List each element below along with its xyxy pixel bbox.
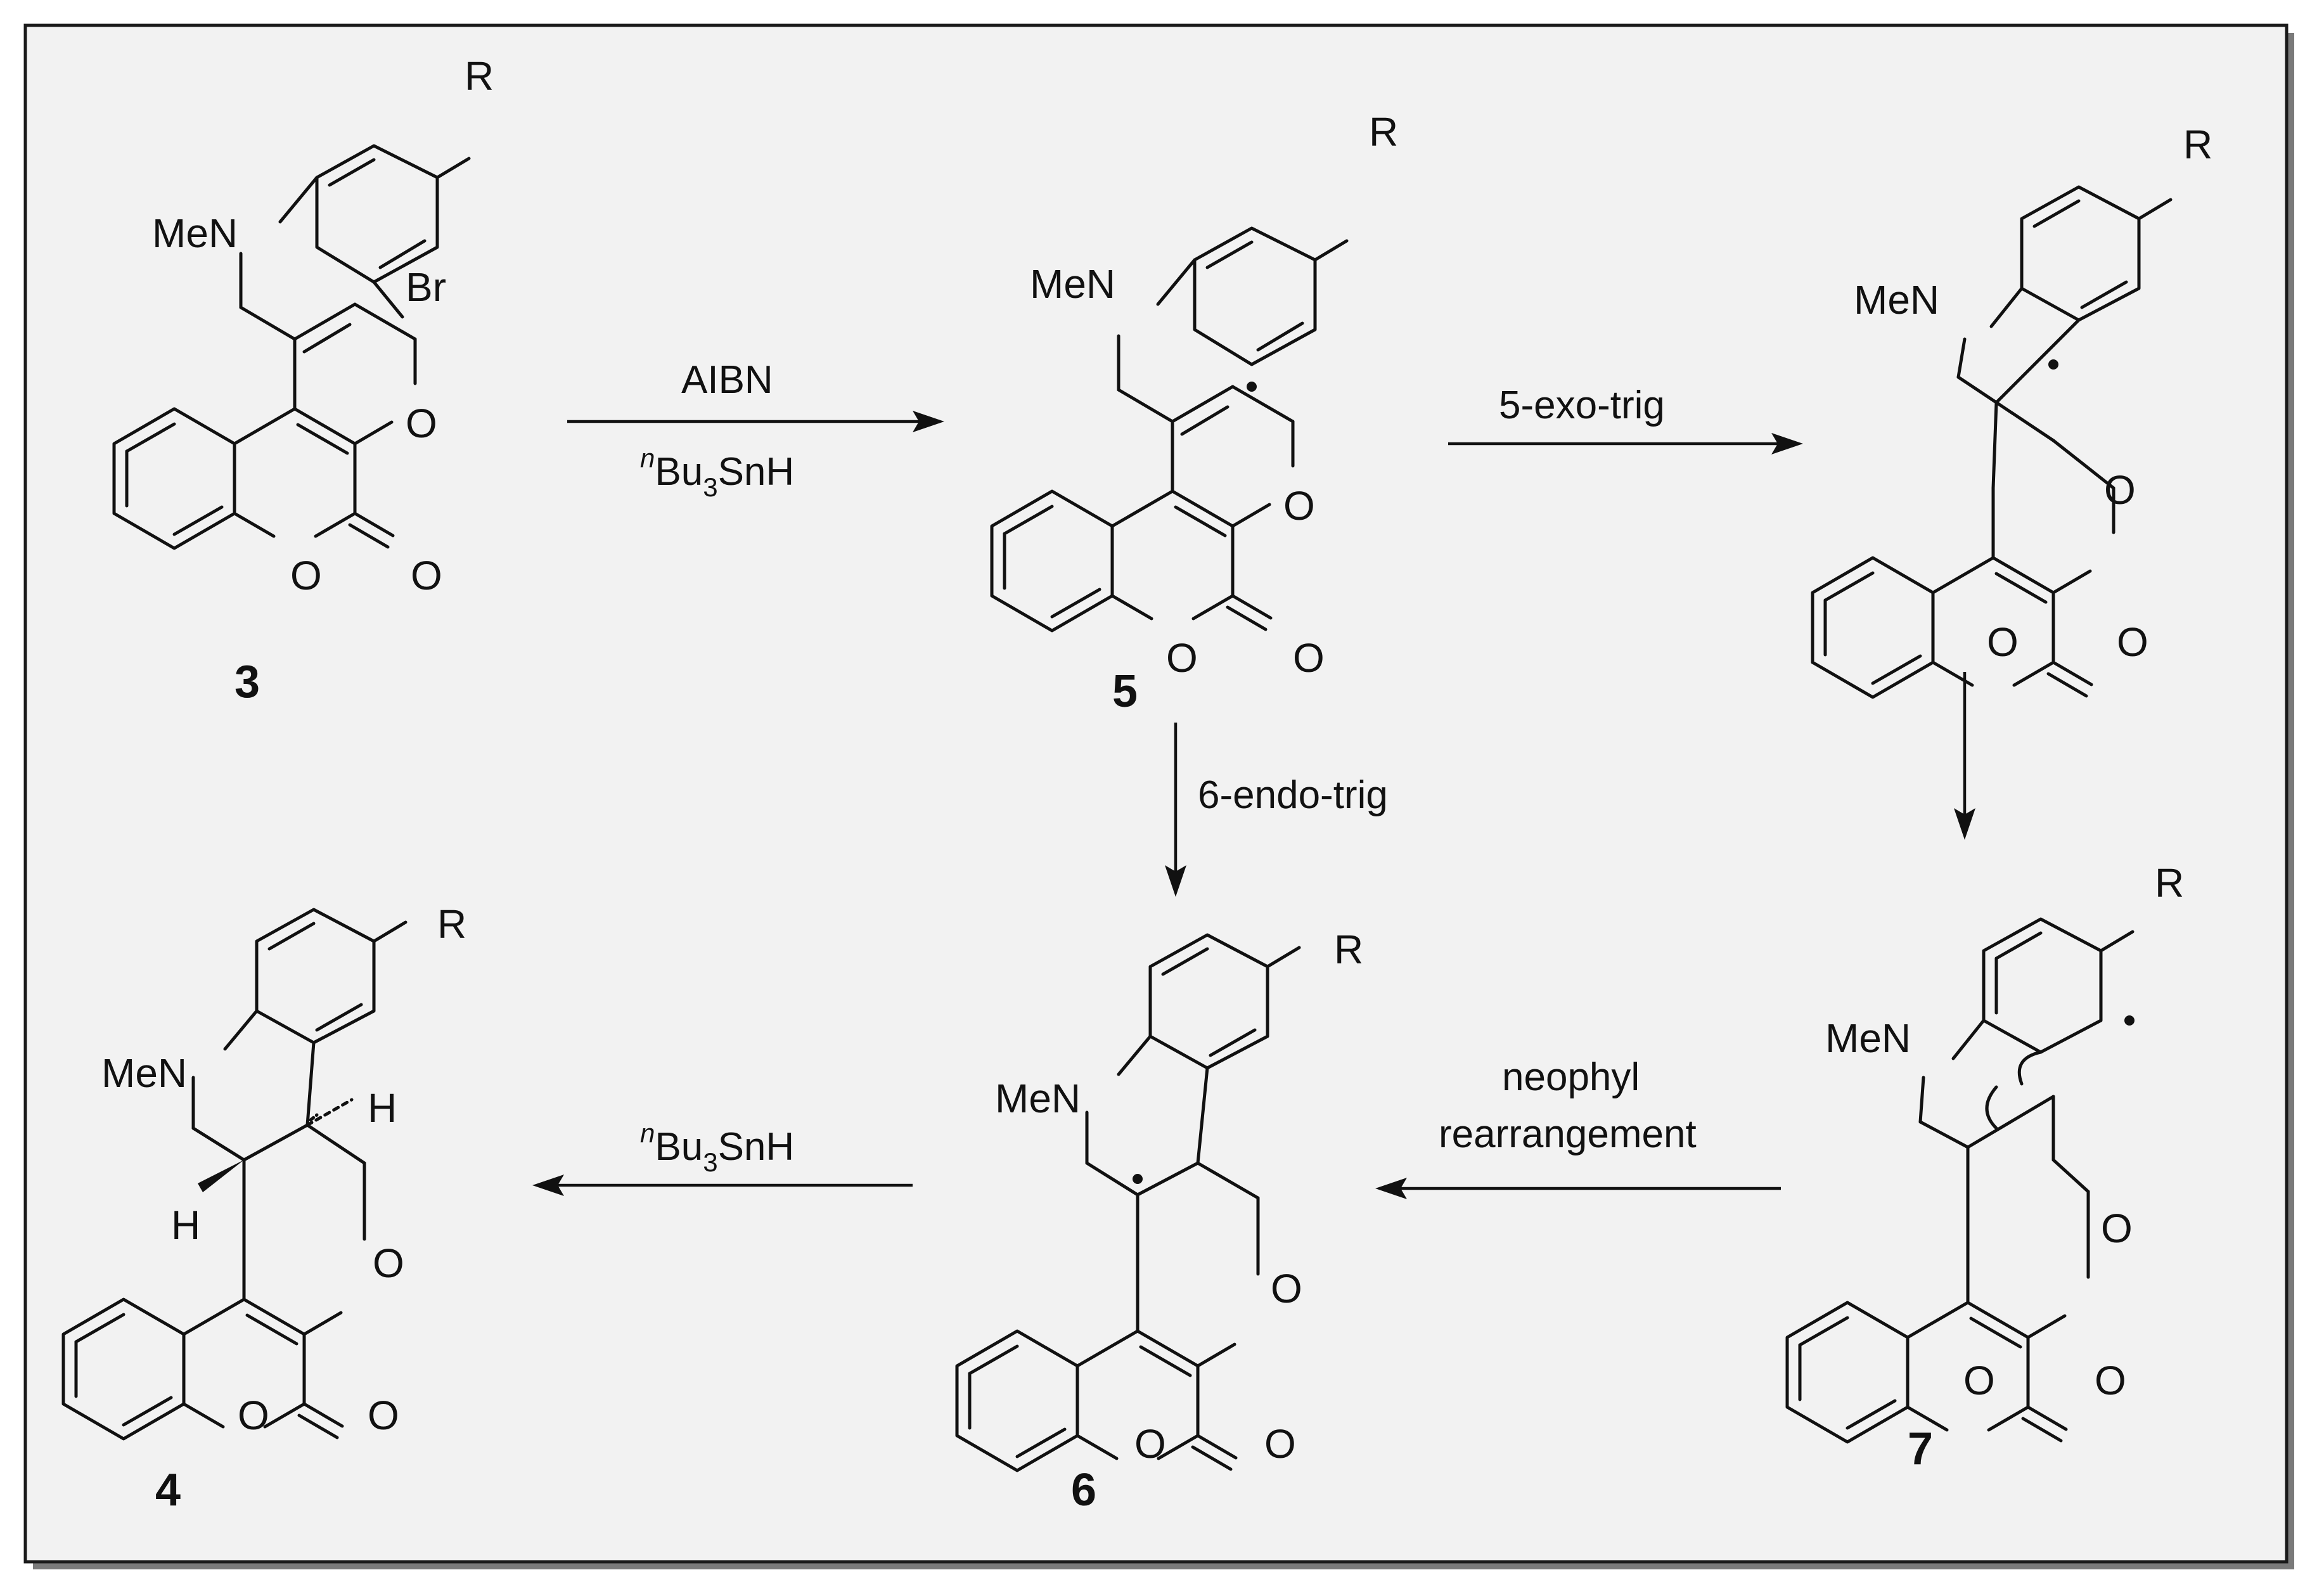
scheme-frame — [23, 23, 2289, 1564]
mel-amine-4: MeN — [101, 1050, 187, 1096]
mel-amine-5: MeN — [1030, 261, 1115, 307]
hydrogen-upper-4: H — [368, 1085, 397, 1131]
pyran-oxygen-6: O — [1271, 1266, 1302, 1311]
r-group-3: R — [465, 53, 494, 99]
mel-amine-3: MeN — [152, 210, 238, 256]
compound-6 — [957, 933, 1301, 1471]
carbonyl-oxygen-6: O — [1264, 1421, 1296, 1467]
condition-rearrangement: rearrangement — [1439, 1112, 1697, 1156]
condition-bu3snh-1: nBu3SnH — [640, 443, 794, 502]
pyran-oxygen-spiro: O — [2104, 467, 2136, 513]
mel-amine-spiro: MeN — [1854, 277, 1939, 323]
lactone-oxygen-7: O — [1963, 1358, 1995, 1403]
condition-bu3snh-2: nBu3SnH — [640, 1118, 794, 1177]
compound-label-5: 5 — [1112, 666, 1138, 717]
hydrogen-lower-4: H — [171, 1202, 200, 1248]
condition-6-endo-trig: 6-endo-trig — [1198, 773, 1388, 817]
lactone-oxygen-4: O — [238, 1393, 269, 1438]
carbonyl-oxygen-spiro: O — [2117, 619, 2148, 665]
pyran-oxygen-3: O — [406, 401, 437, 446]
carbonyl-oxygen-4: O — [368, 1393, 399, 1438]
r-group-6: R — [1334, 927, 1363, 972]
compound-4 — [63, 908, 408, 1439]
r-group-7: R — [2155, 860, 2184, 906]
pyran-oxygen-7: O — [2101, 1206, 2133, 1251]
mel-amine-6: MeN — [995, 1076, 1081, 1121]
mel-amine-7: MeN — [1825, 1015, 1911, 1061]
carbonyl-oxygen-3: O — [411, 553, 442, 598]
bromine-3: Br — [406, 264, 446, 310]
compound-3 — [114, 144, 471, 548]
lactone-oxygen-3: O — [290, 553, 322, 598]
lactone-oxygen-6: O — [1134, 1421, 1166, 1467]
carbonyl-oxygen-7: O — [2095, 1358, 2126, 1403]
lactone-oxygen-5: O — [1166, 635, 1198, 681]
compound-7 — [1787, 917, 2135, 1442]
compound-5 — [992, 226, 1349, 631]
r-group-spiro: R — [2183, 122, 2212, 167]
compound-label-7: 7 — [1908, 1424, 1933, 1474]
condition-5-exo-trig: 5-exo-trig — [1499, 383, 1665, 427]
r-group-4: R — [437, 901, 466, 947]
compound-label-3: 3 — [234, 657, 260, 707]
pyran-oxygen-4: O — [373, 1240, 404, 1286]
condition-neophyl: neophyl — [1502, 1055, 1640, 1099]
compound-label-6: 6 — [1071, 1465, 1096, 1516]
pyran-oxygen-5: O — [1283, 483, 1315, 529]
spiro-radical-intermediate — [1813, 185, 2173, 697]
condition-aibn: AIBN — [681, 358, 773, 402]
carbonyl-oxygen-5: O — [1293, 635, 1325, 681]
r-group-5: R — [1369, 109, 1398, 155]
compound-label-4: 4 — [155, 1465, 181, 1516]
lactone-oxygen-spiro: O — [1987, 619, 2019, 665]
